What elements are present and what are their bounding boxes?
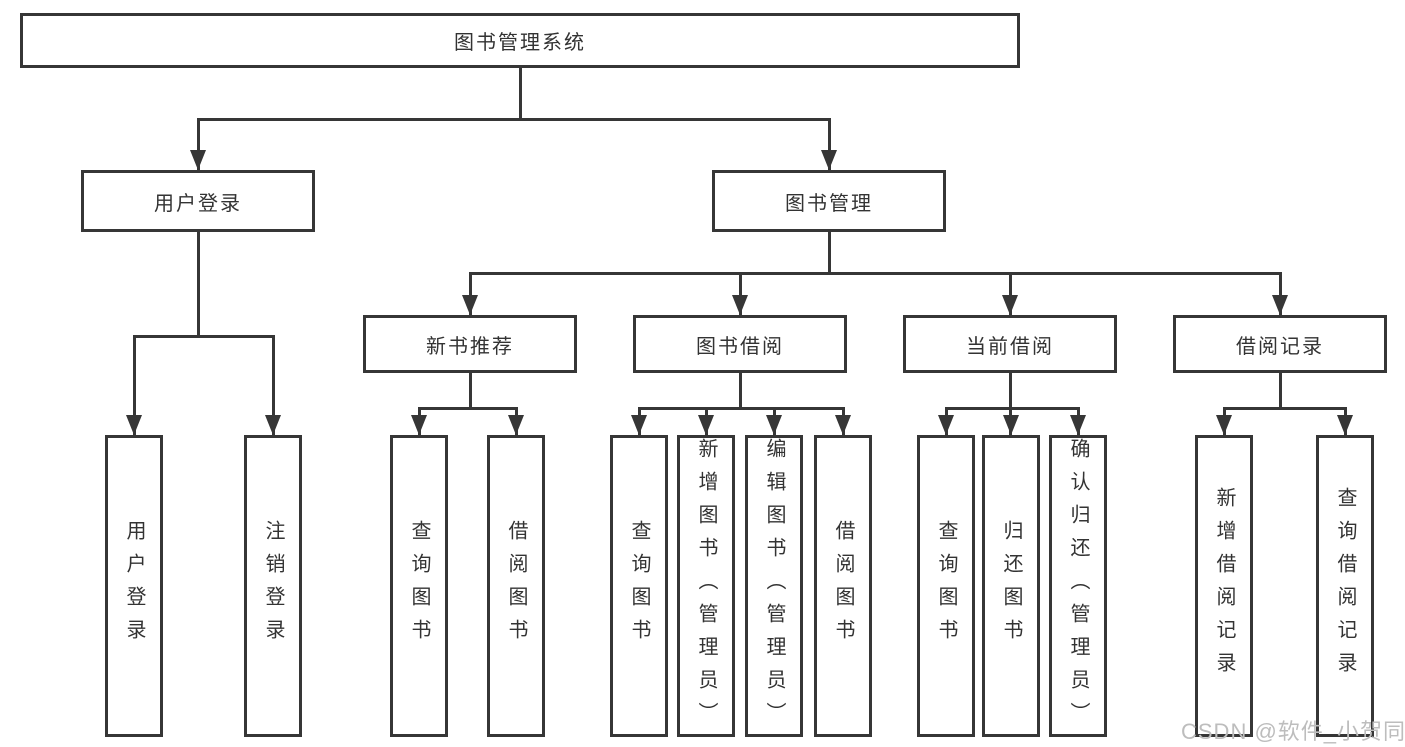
node-book-borrowing: 图书借阅: [633, 315, 847, 373]
connector-line: [133, 335, 136, 435]
arrowhead-down-icon: [631, 415, 647, 435]
node-label: 用户登录: [123, 520, 145, 652]
arrowhead-down-icon: [411, 415, 427, 435]
node-label: 图书管理系统: [454, 32, 586, 54]
arrowhead-down-icon: [508, 415, 524, 435]
connector-line: [197, 118, 831, 121]
arrowhead-down-icon: [1003, 415, 1019, 435]
connector-line: [519, 68, 522, 118]
arrowhead-down-icon: [126, 415, 142, 435]
leaf-logout: 注销登录: [244, 435, 302, 737]
leaf-borrow-books-recommend: 借阅图书: [487, 435, 545, 737]
arrowhead-down-icon: [1002, 295, 1018, 315]
node-label: 用户登录: [154, 192, 242, 215]
node-label: 注销登录: [262, 520, 284, 652]
node-label: 当前借阅: [966, 335, 1054, 358]
arrowhead-down-icon: [766, 415, 782, 435]
arrowhead-down-icon: [938, 415, 954, 435]
connector-line: [469, 272, 1282, 275]
arrowhead-down-icon: [698, 415, 714, 435]
arrowhead-down-icon: [732, 295, 748, 315]
node-current-borrowing: 当前借阅: [903, 315, 1117, 373]
connector-line: [739, 272, 742, 315]
node-label: 归还图书: [1000, 520, 1022, 652]
connector-line: [828, 118, 831, 170]
connector-line: [945, 407, 1080, 410]
csdn-watermark: CSDN @软件_小贺同学: [1181, 719, 1405, 744]
arrowhead-down-icon: [265, 415, 281, 435]
leaf-query-books-recommend: 查询图书: [390, 435, 448, 737]
connector-line: [828, 232, 831, 272]
connector-line: [638, 407, 845, 410]
arrowhead-down-icon: [462, 295, 478, 315]
connector-line: [1223, 407, 1346, 410]
node-label: 新增图书（管理员）: [695, 437, 717, 735]
leaf-add-borrow-record: 新增借阅记录: [1195, 435, 1253, 737]
node-label: 确认归还（管理员）: [1067, 437, 1089, 735]
node-label: 查询图书: [408, 520, 430, 652]
connector-line: [197, 232, 200, 335]
node-book-management: 图书管理: [712, 170, 946, 232]
arrowhead-down-icon: [1272, 295, 1288, 315]
node-label: 新增借阅记录: [1213, 487, 1235, 685]
arrowhead-down-icon: [1070, 415, 1086, 435]
connector-line: [1279, 272, 1282, 315]
connector-line: [469, 373, 472, 407]
leaf-query-books-borrowing: 查询图书: [610, 435, 668, 737]
node-label: 借阅记录: [1236, 335, 1324, 358]
node-label: 查询图书: [628, 520, 650, 652]
leaf-confirm-return-admin: 确认归还（管理员）: [1049, 435, 1107, 737]
connector-line: [418, 407, 518, 410]
leaf-edit-books-admin: 编辑图书（管理员）: [745, 435, 803, 737]
arrowhead-down-icon: [835, 415, 851, 435]
node-label: 查询图书: [935, 520, 957, 652]
arrowhead-down-icon: [821, 150, 837, 170]
connector-line: [133, 335, 275, 338]
node-label: 借阅图书: [832, 520, 854, 652]
leaf-query-books-current: 查询图书: [917, 435, 975, 737]
node-label: 图书管理: [785, 192, 873, 215]
leaf-query-borrow-record: 查询借阅记录: [1316, 435, 1374, 737]
connector-line: [1279, 373, 1282, 407]
connector-line: [1009, 373, 1012, 407]
connector-line: [469, 272, 472, 315]
connector-line: [739, 373, 742, 407]
node-label: 新书推荐: [426, 335, 514, 358]
connector-line: [272, 335, 275, 435]
node-label: 编辑图书（管理员）: [763, 437, 785, 735]
connector-line: [197, 118, 200, 170]
leaf-return-books: 归还图书: [982, 435, 1040, 737]
node-borrowing-records: 借阅记录: [1173, 315, 1387, 373]
node-book-management-system: 图书管理系统: [20, 13, 1020, 68]
leaf-borrow-books: 借阅图书: [814, 435, 872, 737]
leaf-user-login: 用户登录: [105, 435, 163, 737]
node-label: 借阅图书: [505, 520, 527, 652]
arrowhead-down-icon: [190, 150, 206, 170]
arrowhead-down-icon: [1337, 415, 1353, 435]
arrowhead-down-icon: [1216, 415, 1232, 435]
leaf-add-books-admin: 新增图书（管理员）: [677, 435, 735, 737]
node-new-book-recommend: 新书推荐: [363, 315, 577, 373]
node-user-login: 用户登录: [81, 170, 315, 232]
node-label: 查询借阅记录: [1334, 487, 1356, 685]
node-label: 图书借阅: [696, 335, 784, 358]
connector-line: [1009, 272, 1012, 315]
